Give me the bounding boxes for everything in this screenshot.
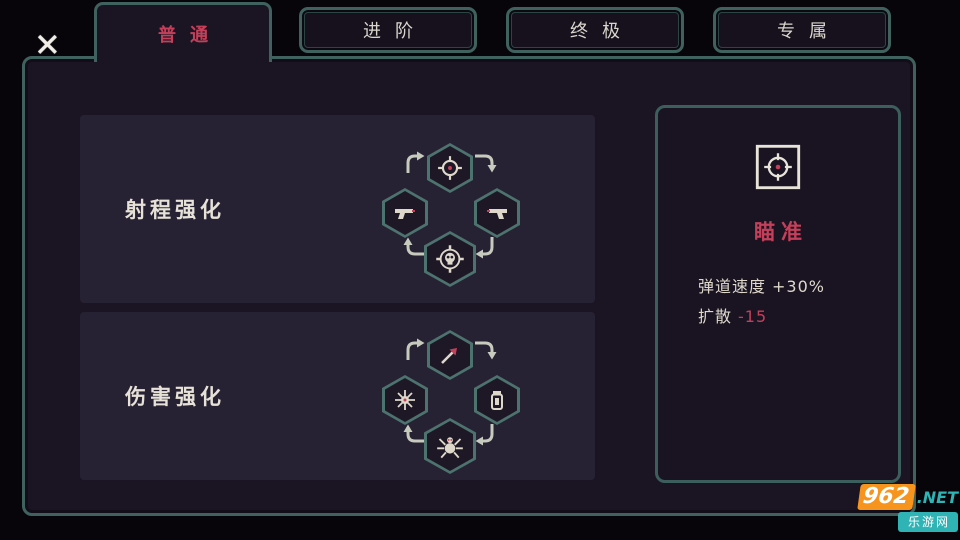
hex-frame [427,234,473,284]
tab-exclusive[interactable]: 专属 [713,7,891,53]
tab-exclusive-label: 专属 [777,21,841,42]
watermark-net: .NET [916,488,958,507]
main-panel: 射程强化 伤害强化 [22,56,916,516]
upgrade-hex-pistol[interactable] [382,188,428,238]
tab-ultimate[interactable]: 终极 [506,7,684,53]
hex-frame [430,333,470,377]
rotate-arrow-icon [406,151,425,173]
upgrade-section-damage: 伤害强化 [80,312,595,480]
pistol-icon [395,209,415,219]
upgrade-hex-spider[interactable] [424,418,476,474]
crosshair-square-icon [755,144,801,190]
stat-label: 扩散 [698,307,733,326]
canister-icon [491,391,503,410]
detail-title: 瞄准 [754,220,808,244]
rotate-arrow-icon [406,338,425,360]
spider-icon [437,437,463,459]
upgrade-hex-spike-ball[interactable] [382,375,428,425]
hex-frame [430,146,470,190]
section-title-range: 射程强化 [125,198,225,222]
watermark: 962 .NET 乐游网 [856,484,958,532]
upgrade-hex-revolver[interactable] [474,188,520,238]
hex-frame [385,378,425,422]
stat-value: -15 [738,307,768,326]
stat-row-spread: 扩散 -15 [698,302,858,332]
detail-panel: 瞄准 弹道速度 +30% 扩散 -15 [655,105,901,483]
tab-ultimate-label: 终极 [570,21,634,42]
hex-frame [427,421,473,471]
upgrade-section-range: 射程强化 [80,115,595,303]
watermark-site: 乐游网 [897,512,958,532]
stat-value: +30% [772,277,825,296]
rotate-arrow-icon [475,424,494,446]
upgrade-cycle-range [375,137,525,287]
upgrade-hex-skull-target[interactable] [424,231,476,287]
rotate-arrow-icon [475,154,497,173]
hex-frame [385,191,425,235]
upgrade-cycle-damage [375,324,525,474]
skull-target-icon [436,245,464,273]
arrow-icon [441,348,457,364]
stat-row-projectile-speed: 弹道速度 +30% [698,272,858,302]
spike-ball-icon [395,390,415,410]
watermark-logo: 962 .NET [856,484,958,510]
rotate-arrow-icon [475,341,497,360]
close-button[interactable]: ✕ [34,26,61,64]
rotate-arrow-icon [403,424,425,443]
upgrade-hex-arrow[interactable] [427,330,473,380]
upgrade-hex-crosshair[interactable] [427,143,473,193]
hex-frame [477,378,517,422]
tab-advanced-label: 进阶 [363,21,427,42]
rotate-arrow-icon [475,237,494,259]
tab-advanced[interactable]: 进阶 [299,7,477,53]
rotate-arrow-icon [403,237,425,256]
revolver-icon [487,209,507,219]
upgrade-hex-canister[interactable] [474,375,520,425]
section-title-damage: 伤害强化 [125,385,225,409]
tab-normal[interactable]: 普通 [94,2,272,62]
stat-label: 弹道速度 [698,277,767,296]
hex-frame [477,191,517,235]
watermark-number: 962 [856,484,916,510]
tab-normal-label: 普通 [158,24,222,46]
detail-stats: 弹道速度 +30% 扩散 -15 [658,272,898,332]
crosshair-icon [438,156,462,180]
